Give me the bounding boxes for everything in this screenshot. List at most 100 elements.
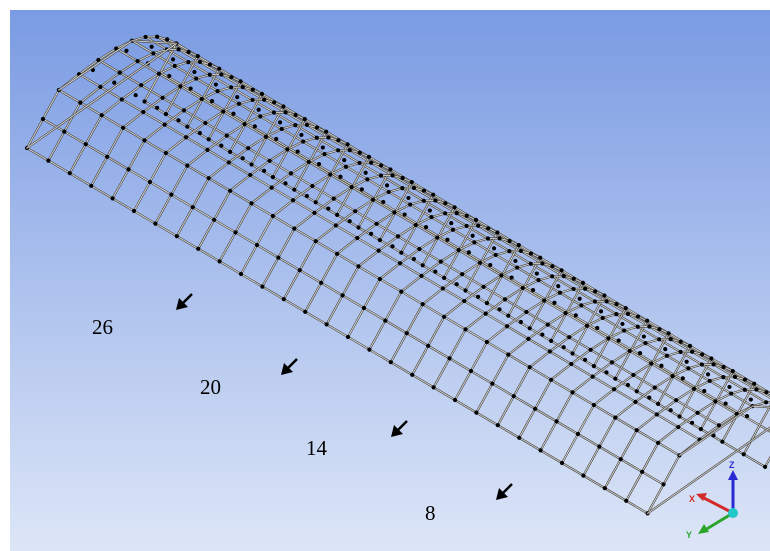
- rail-node: [383, 318, 388, 323]
- eave-node: [238, 79, 243, 84]
- arch-rib-highlight: [183, 98, 203, 111]
- arch-node: [269, 185, 274, 190]
- hanger-node: [454, 282, 459, 287]
- arch-node: [567, 335, 572, 340]
- x-axis-arrowhead: [696, 493, 707, 501]
- hanger-node: [466, 250, 471, 255]
- arch-rib-highlight: [229, 174, 251, 192]
- base-node: [613, 376, 618, 381]
- arch-node: [485, 236, 491, 241]
- eave-node: [623, 306, 628, 311]
- eave-node: [206, 176, 211, 181]
- arch-rib-highlight: [538, 275, 553, 281]
- arch-node: [267, 158, 272, 163]
- arch-node: [151, 51, 156, 56]
- eave-node: [634, 428, 639, 433]
- eave-node: [366, 154, 372, 159]
- arch-node: [314, 135, 319, 140]
- y-axis-arrowhead: [698, 524, 709, 534]
- arch-rib-highlight: [137, 52, 154, 62]
- arch-node: [631, 372, 636, 378]
- arch-rib-highlight: [101, 99, 123, 116]
- base-node: [442, 275, 447, 280]
- arch-node: [304, 122, 310, 128]
- hanger-node: [427, 208, 432, 213]
- arch-rib-highlight: [269, 148, 288, 162]
- arch-rib-highlight: [479, 254, 497, 264]
- rail-node: [575, 431, 581, 437]
- hanger-node: [295, 149, 300, 154]
- arch-node: [162, 122, 167, 127]
- eave-node: [399, 289, 404, 294]
- x-axis-line: [701, 495, 734, 515]
- hanger-node: [727, 384, 732, 390]
- hanger-node: [261, 168, 267, 173]
- arch-node: [279, 126, 284, 132]
- axis-triad[interactable]: X Y Z: [686, 460, 738, 540]
- base-node: [131, 208, 137, 214]
- arch-rib-highlight: [529, 351, 551, 368]
- arch-node: [312, 210, 317, 215]
- base-node: [634, 389, 639, 394]
- arch-node: [676, 424, 681, 430]
- hanger-node: [209, 99, 215, 104]
- arch-node: [627, 348, 632, 354]
- arch-rib-highlight: [463, 286, 484, 302]
- arch-node: [606, 336, 611, 341]
- arch-rib-highlight: [687, 364, 703, 369]
- eave-node: [506, 352, 511, 357]
- arch-rib-highlight: [565, 304, 582, 314]
- load-arrow-head: [176, 298, 188, 310]
- hanger-node: [304, 193, 309, 199]
- hanger-node: [176, 118, 181, 123]
- hanger-node: [433, 269, 438, 274]
- arch-node: [139, 83, 144, 88]
- arch-node: [742, 377, 748, 382]
- arch-node: [593, 289, 598, 294]
- longitudinal-member-highlight: [115, 48, 738, 415]
- hanger-node: [445, 237, 450, 242]
- arch-node: [355, 235, 360, 241]
- arch-rib-highlight: [415, 216, 432, 226]
- arch-node: [215, 89, 220, 94]
- arch-rib-highlight: [580, 301, 596, 306]
- longitudinal-member-highlight: [58, 89, 680, 456]
- hanger-node: [402, 212, 407, 217]
- arch-node: [326, 135, 331, 140]
- hanger-node: [744, 414, 750, 419]
- base-node: [538, 448, 543, 453]
- arch-node: [497, 236, 502, 241]
- arch-node: [258, 114, 263, 119]
- rail-node: [361, 305, 367, 311]
- arch-rib-highlight: [78, 59, 99, 75]
- arch-rib-highlight: [550, 363, 572, 381]
- hanger-node: [213, 82, 218, 87]
- arch-node: [545, 322, 550, 327]
- arch-node: [507, 238, 512, 244]
- arch-node: [764, 390, 769, 395]
- arch-rib-highlight: [549, 336, 570, 352]
- arch-node: [400, 175, 405, 181]
- gable-brace-highlight: [131, 40, 177, 44]
- arch-rib-highlight: [314, 198, 335, 214]
- base-node: [484, 301, 489, 306]
- hanger-node: [154, 105, 160, 110]
- arch-node: [357, 160, 362, 166]
- arch-node: [729, 391, 734, 396]
- arch-rib-highlight: [422, 288, 444, 305]
- arch-node: [378, 173, 384, 178]
- model-viewport[interactable]: 26 20 14 8 X Y Z: [10, 10, 770, 551]
- arch-rib-highlight: [697, 400, 716, 414]
- rail-node: [533, 406, 538, 411]
- arch-rib-highlight: [174, 61, 189, 67]
- arch-node: [571, 276, 576, 281]
- arch-rib-highlight: [650, 355, 668, 364]
- base-node: [292, 187, 297, 192]
- base-node: [270, 175, 275, 180]
- arch-node: [395, 234, 401, 239]
- arch-node: [716, 423, 722, 428]
- arch-node: [262, 97, 267, 102]
- rail-node: [661, 482, 666, 487]
- eave-node: [463, 327, 468, 332]
